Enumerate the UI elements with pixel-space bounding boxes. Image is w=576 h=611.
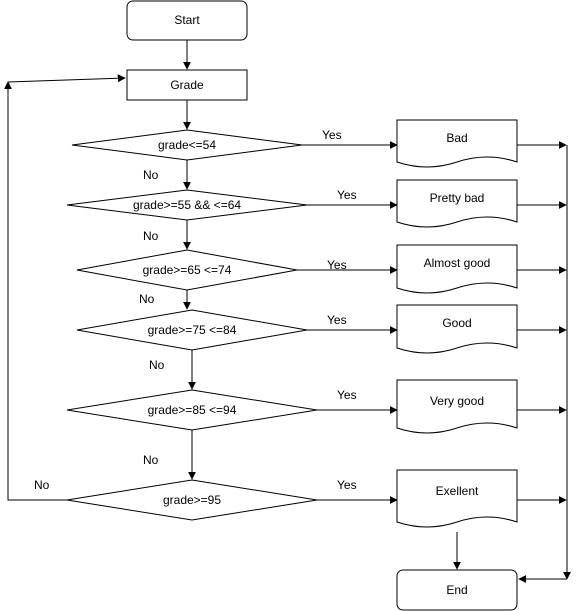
outcome-2-label: Pretty bad bbox=[430, 191, 485, 205]
grade-label: Grade bbox=[170, 78, 204, 92]
decision-6-label: grade>=95 bbox=[163, 493, 221, 507]
outcome-5: Very good bbox=[396, 379, 518, 434]
grade-node: Grade bbox=[126, 69, 248, 101]
decision-1-label: grade<=54 bbox=[158, 138, 216, 152]
yes-label-5: Yes bbox=[337, 388, 357, 402]
no-label-6: No bbox=[34, 478, 50, 492]
outcome-1-label: Bad bbox=[446, 131, 467, 145]
no-label-2: No bbox=[143, 229, 159, 243]
no-label-1: No bbox=[143, 168, 159, 182]
outcome-6: Exellent bbox=[396, 469, 518, 528]
yes-label-6: Yes bbox=[337, 478, 357, 492]
outcome-2: Pretty bad bbox=[396, 179, 518, 228]
start-node: Start bbox=[126, 0, 248, 41]
decision-3: grade>=65 <=74 bbox=[76, 249, 298, 291]
decision-6: grade>=95 bbox=[66, 479, 318, 521]
decision-5-label: grade>=85 <=94 bbox=[148, 403, 237, 417]
yes-label-1: Yes bbox=[322, 128, 342, 142]
end-node: End bbox=[396, 569, 518, 611]
outcome-5-label: Very good bbox=[430, 394, 484, 408]
decision-3-label: grade>=65 <=74 bbox=[143, 263, 232, 277]
edge-loop-back bbox=[4, 81, 67, 501]
decision-4-label: grade>=75 <=84 bbox=[148, 323, 237, 337]
edges bbox=[4, 40, 571, 583]
no-label-4: No bbox=[149, 358, 165, 372]
decision-5: grade>=85 <=94 bbox=[66, 389, 318, 431]
no-label-3: No bbox=[139, 292, 155, 306]
decision-4: grade>=75 <=84 bbox=[76, 309, 308, 351]
end-label: End bbox=[446, 583, 467, 597]
yes-labels: Yes Yes Yes Yes Yes Yes bbox=[322, 128, 357, 492]
edge-loop-to-grade bbox=[7, 74, 126, 83]
outcome-6-label: Exellent bbox=[436, 484, 479, 498]
no-labels: No No No No No No bbox=[34, 168, 165, 492]
yes-label-4: Yes bbox=[327, 313, 347, 327]
start-label: Start bbox=[174, 13, 200, 27]
decision-2-label: grade>=55 && <=64 bbox=[133, 198, 241, 212]
outcome-3-label: Almost good bbox=[424, 256, 491, 270]
outcome-1: Bad bbox=[396, 119, 518, 168]
yes-label-3: Yes bbox=[327, 258, 347, 272]
outcome-4-label: Good bbox=[442, 316, 471, 330]
decision-2: grade>=55 && <=64 bbox=[66, 189, 308, 221]
decision-1: grade<=54 bbox=[71, 129, 303, 161]
yes-label-2: Yes bbox=[337, 188, 357, 202]
outcome-3: Almost good bbox=[396, 244, 518, 294]
no-label-5: No bbox=[143, 453, 159, 467]
outcome-4: Good bbox=[396, 304, 518, 354]
